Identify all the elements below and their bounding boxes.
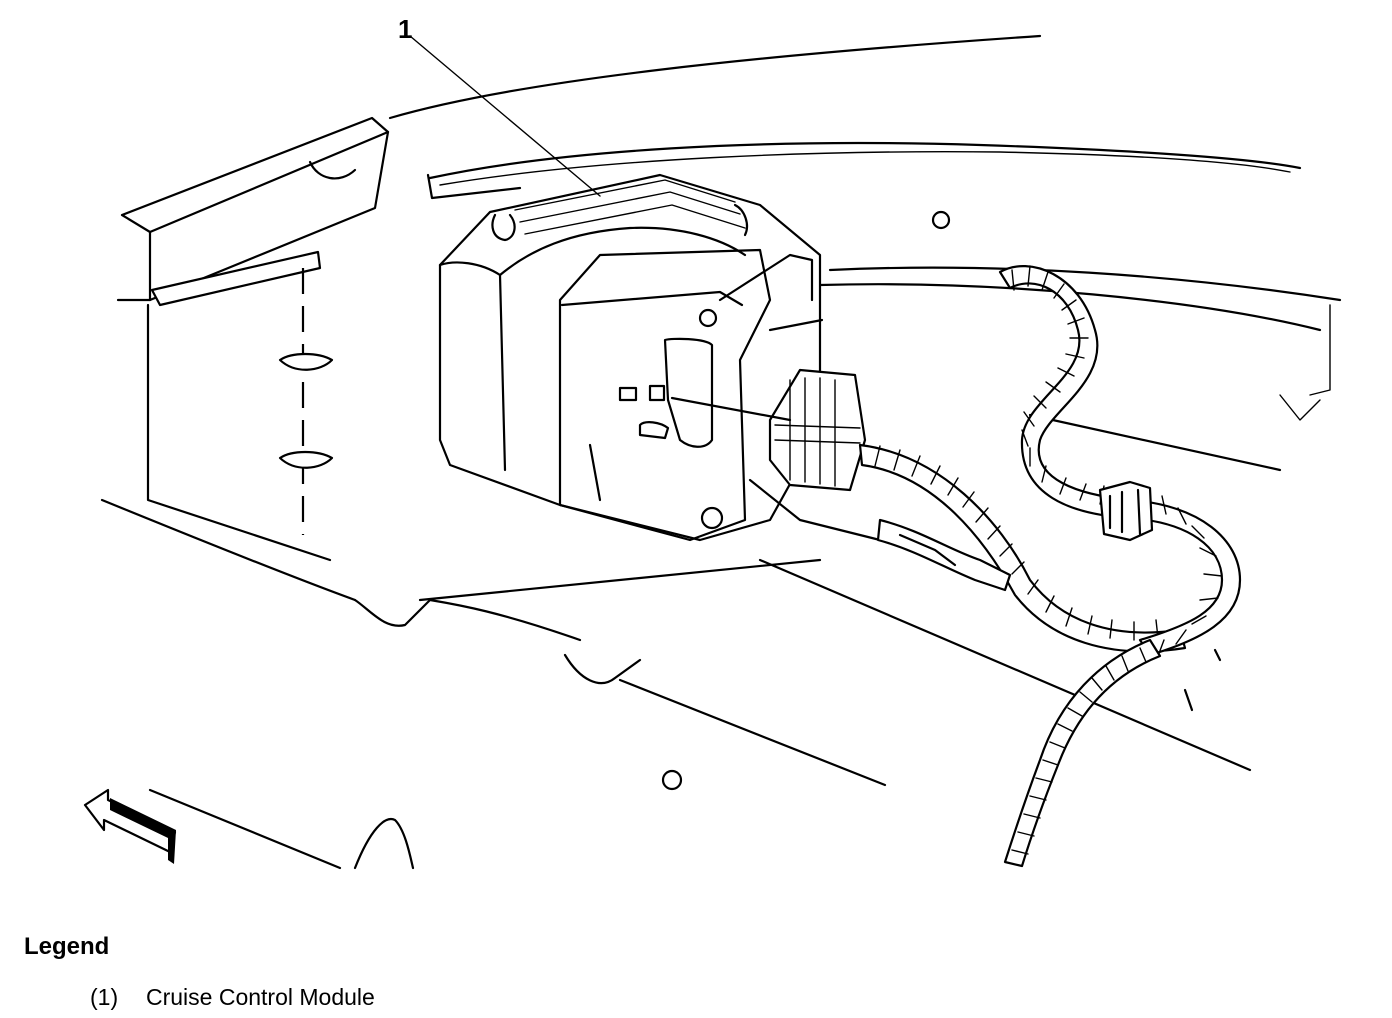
legend-list: (1) Cruise Control Module [90,984,375,1011]
mounting-hole-upper [933,212,949,228]
installation-direction-marker [280,268,332,535]
legend-item: (1) Cruise Control Module [90,984,375,1011]
legend-item-number: (1) [90,984,119,1010]
cruise-control-module [440,175,822,540]
legend-item-label: Cruise Control Module [146,984,375,1010]
cruise-control-module-illustration: 1 [0,14,1392,900]
front-direction-arrow [85,790,176,864]
module-connector [672,370,880,540]
cowl-panel-lines [390,36,1300,198]
lower-wiring-harness [860,445,1185,651]
upper-wiring-harness [1000,266,1240,656]
floor-panel-lines [150,268,1340,868]
mounting-hole-lower [663,771,681,789]
left-mounting-bracket [102,118,640,683]
legend-title: Legend [24,933,110,960]
descending-wiring-harness [1005,640,1220,866]
callout-1: 1 [398,14,600,196]
callout-number: 1 [398,14,412,44]
